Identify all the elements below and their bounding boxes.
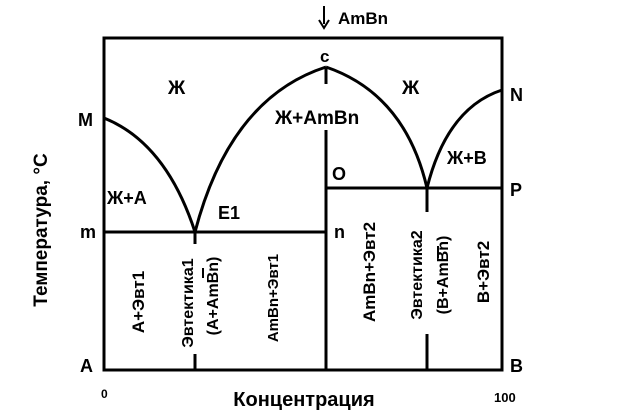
point-label-c: c [320, 47, 329, 66]
region-liquid-compound: Ж+AmBn [274, 108, 359, 129]
region-eutectic2-line1: Эвтектика2 [409, 230, 426, 319]
point-label-N: N [510, 85, 523, 105]
region-ambn-eut1: AmBn+Эвт1 [265, 254, 282, 342]
region-ambn-eut2: AmBn+Эвт2 [360, 222, 379, 322]
point-label-n: n [334, 222, 345, 242]
region-eutectic1-line1: Эвтектика1 [180, 258, 197, 347]
region-liquid-left: Ж [167, 78, 186, 99]
region-liquid-a: Ж+A [106, 188, 147, 208]
region-a-eut1: A+Эвт1 [129, 271, 148, 333]
region-liquid-b: Ж+B [446, 148, 487, 168]
point-label-m: m [80, 222, 96, 242]
point-label-M: M [78, 110, 93, 130]
point-label-O: O [332, 164, 346, 184]
y-axis-label: Температура, °C [31, 153, 52, 307]
point-label-P: P [510, 180, 522, 200]
liquidus-right-b [425, 88, 503, 189]
region-b-eut2: B+Эвт2 [474, 241, 493, 303]
point-label-A: A [80, 356, 93, 376]
diagram-frame [102, 36, 504, 372]
x-axis-label: Концентрация [233, 389, 374, 411]
compound-arrow-head [318, 19, 330, 30]
liquidus-left-compound [193, 65, 327, 233]
liquidus-right-compound [325, 65, 429, 189]
region-eutectic1-line2: (A+AmBn) [205, 257, 222, 336]
region-eutectic2-line2: (B+AmBn) [435, 236, 452, 315]
point-label-B: B [510, 356, 523, 376]
compound-label: AmBn [338, 9, 388, 28]
region-liquid-right: Ж [401, 78, 420, 99]
x-axis-max-label: 100 [494, 390, 516, 405]
x-axis-min-label: 0 [101, 387, 108, 401]
point-label-E1: E1 [218, 203, 240, 223]
liquidus-left-a [103, 116, 197, 233]
